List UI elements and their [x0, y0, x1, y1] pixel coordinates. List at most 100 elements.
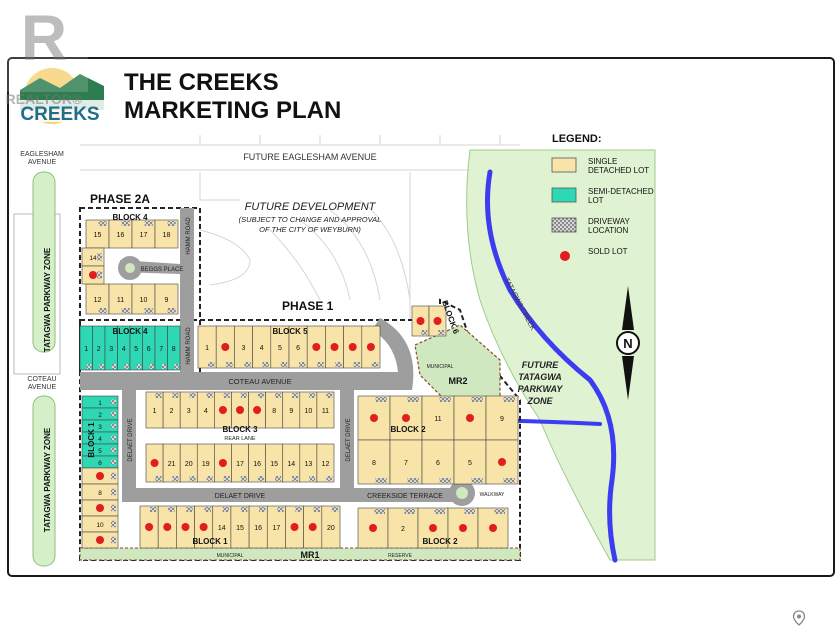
- lot-number: 9: [289, 408, 293, 415]
- phase-2a-label: PHASE 2A: [90, 192, 150, 206]
- driveway: [439, 478, 451, 483]
- sold-lot-dot: [312, 343, 321, 351]
- driveway: [374, 509, 385, 514]
- lot-number: 17: [236, 461, 244, 468]
- driveway: [208, 362, 215, 367]
- future-tatagwa-label-3: PARKWAY: [518, 384, 564, 394]
- driveway: [150, 507, 157, 512]
- sold-lot-dot: [416, 317, 425, 325]
- eaglesham-avenue-label-2: AVENUE: [28, 159, 57, 166]
- lot-number: 6: [98, 460, 102, 467]
- block-label: BLOCK 1: [192, 537, 228, 546]
- sold-lot-dot: [221, 343, 230, 351]
- lot-number: 5: [278, 345, 282, 352]
- lot-number: 15: [236, 525, 244, 532]
- lot: [357, 439, 391, 485]
- driveway: [240, 476, 247, 481]
- driveway: [292, 393, 299, 398]
- lot-number: 17: [140, 232, 148, 239]
- lot-number: 7: [159, 346, 163, 353]
- sold-lot-dot: [459, 524, 467, 532]
- lot-number: 6: [436, 460, 440, 467]
- driveway: [111, 488, 116, 496]
- legend-title: LEGEND:: [552, 133, 602, 145]
- driveway: [172, 476, 179, 481]
- lot: [154, 283, 179, 315]
- lot-number: 8: [372, 460, 376, 467]
- lot-number: 14: [218, 525, 226, 532]
- coteau-avenue-label: COTEAU AVENUE: [228, 377, 291, 386]
- driveway: [99, 364, 104, 369]
- driveway: [407, 478, 419, 483]
- lot: [167, 325, 181, 371]
- driveway: [262, 362, 269, 367]
- coteau-avenue-road: [80, 372, 410, 390]
- driveway: [257, 393, 264, 398]
- lot-number: 4: [204, 408, 208, 415]
- legend-label: LOCATION: [588, 226, 629, 235]
- driveway: [353, 362, 360, 367]
- future-tatagwa-label-1: FUTURE: [522, 360, 559, 370]
- future-eaglesham-label: FUTURE EAGLESHAM AVENUE: [243, 152, 376, 162]
- reserve-label-mr1: RESERVE: [388, 553, 412, 559]
- lot-number: 13: [304, 461, 312, 468]
- title-line-1: THE CREEKS: [124, 69, 279, 96]
- sold-lot-dot: [429, 524, 437, 532]
- lot-number: 6: [147, 346, 151, 353]
- sold-lot-dot: [348, 343, 357, 351]
- lot-number: 12: [94, 297, 102, 304]
- legend-label: DETACHED LOT: [588, 166, 649, 175]
- driveway: [471, 478, 483, 483]
- sold-lot-dot: [150, 459, 159, 467]
- logo-text: CREEKS: [20, 104, 99, 125]
- driveway: [244, 362, 251, 367]
- coteau-avenue-left-1: COTEAU: [27, 376, 56, 383]
- driveway: [155, 476, 162, 481]
- driveway: [331, 507, 339, 512]
- lot-number: 3: [187, 408, 191, 415]
- lot: [387, 507, 419, 549]
- sold-lot-dot: [433, 317, 442, 325]
- lot-number: 5: [98, 448, 102, 455]
- driveway: [222, 507, 230, 512]
- driveway: [206, 393, 213, 398]
- legend-label: SOLD LOT: [588, 247, 628, 256]
- driveway: [371, 362, 379, 367]
- lot-number: 9: [500, 416, 504, 423]
- driveway: [111, 399, 116, 405]
- lot-number: 4: [98, 436, 102, 443]
- sold-lot-dot: [366, 343, 375, 351]
- sold-lot-dot: [290, 523, 299, 531]
- sold-lot-dot: [218, 459, 227, 467]
- sold-lot-dot: [96, 536, 104, 544]
- lot-number: 3: [242, 345, 246, 352]
- delaet-drive-vertical-label-left: DELAET DRIVE: [128, 418, 134, 461]
- lot-number: 8: [272, 408, 276, 415]
- driveway: [407, 397, 419, 402]
- tatagwa-parkway-zone-label: TATAGWA PARKWAY ZONE: [43, 247, 52, 352]
- tatagwa-parkway-zone-lower: TATAGWA PARKWAY ZONE: [32, 395, 56, 567]
- lot-number: 14: [89, 255, 97, 262]
- map-pin-icon[interactable]: [792, 610, 806, 626]
- driveway: [121, 221, 130, 226]
- driveway: [97, 253, 102, 261]
- driveway: [421, 330, 428, 335]
- north-arrow: N: [616, 286, 640, 400]
- lot-number: 1: [205, 345, 209, 352]
- driveway: [223, 393, 230, 398]
- block-label: BLOCK 4: [112, 327, 148, 336]
- driveway: [206, 476, 213, 481]
- driveway: [326, 393, 333, 398]
- sold-lot-dot: [370, 414, 378, 422]
- driveway: [172, 393, 179, 398]
- lot-number: 9: [165, 297, 169, 304]
- lot-number: 5: [134, 346, 138, 353]
- roads: [80, 208, 475, 506]
- lot-number: 20: [185, 461, 193, 468]
- driveway: [149, 364, 154, 369]
- block-label: BLOCK 2: [422, 537, 458, 546]
- driveway: [494, 509, 505, 514]
- lot-number: 10: [140, 297, 148, 304]
- coteau-avenue-left-2: AVENUE: [28, 384, 57, 391]
